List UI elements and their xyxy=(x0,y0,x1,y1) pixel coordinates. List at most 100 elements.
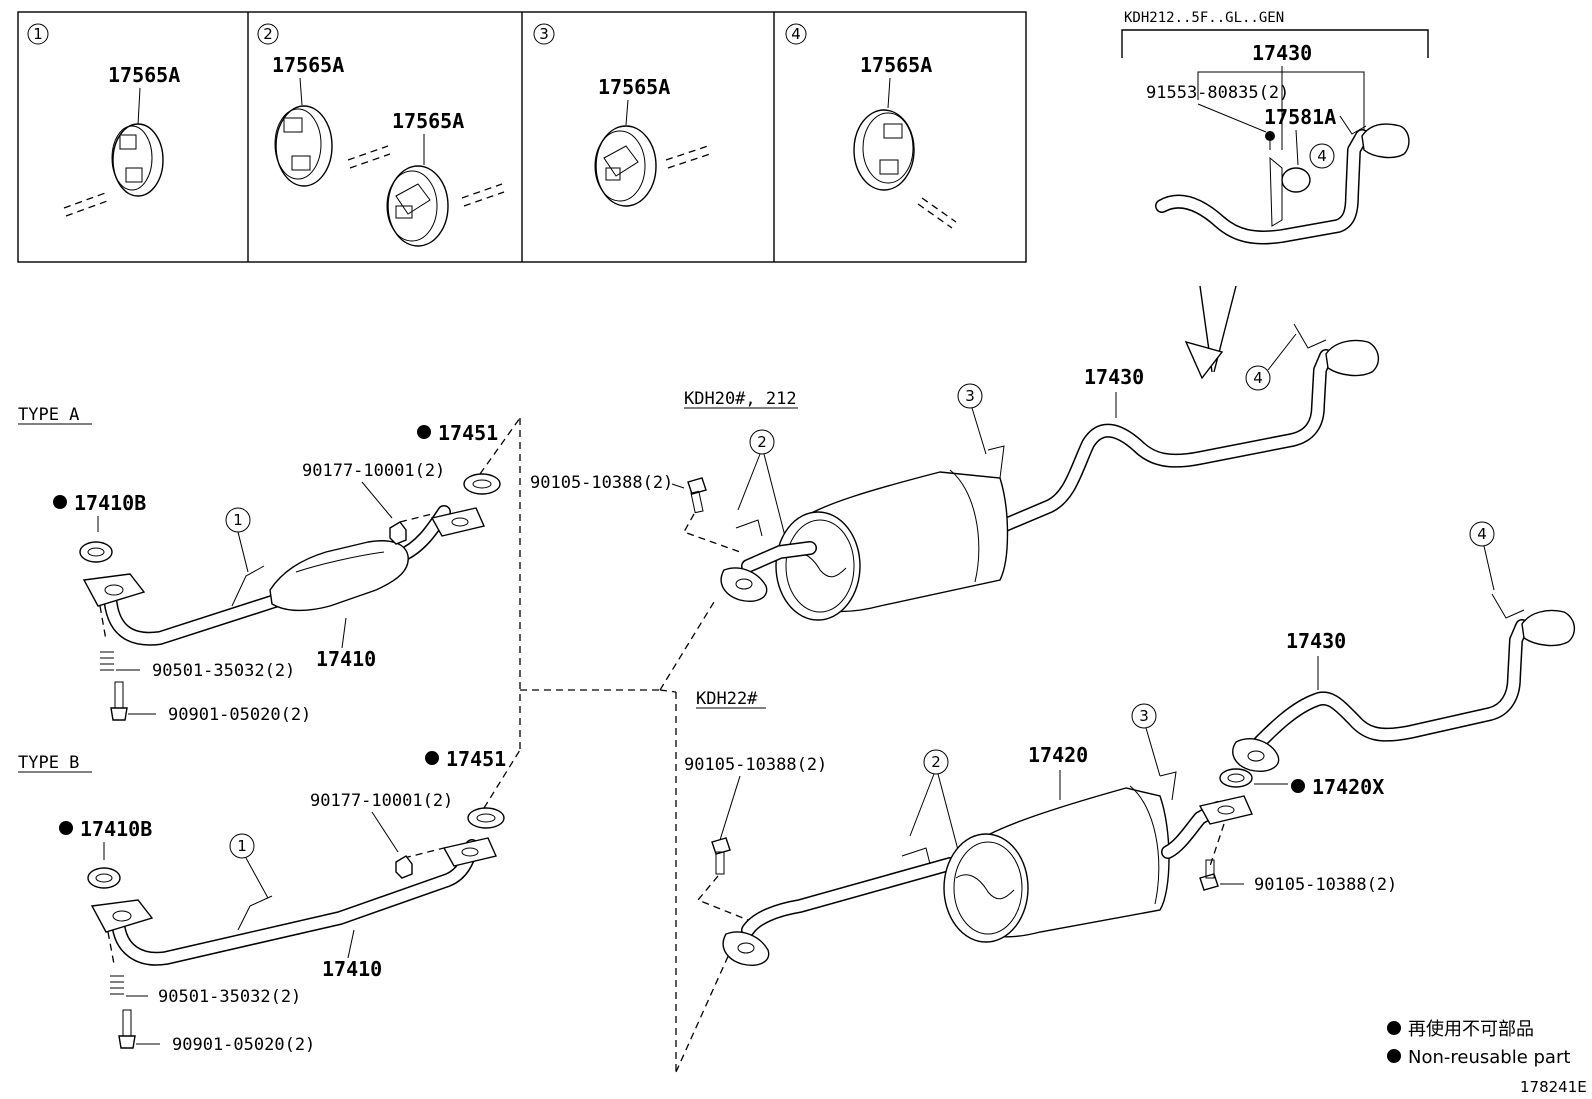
detail-panel-3: 3 17565A xyxy=(533,23,711,207)
bracket xyxy=(237,895,273,931)
panel-number: 4 xyxy=(791,25,801,43)
part-label-90501-35032: 90501-35032(2) xyxy=(152,661,295,681)
tail-pipe-tip xyxy=(1325,339,1379,377)
part-label-17420X: 17420X xyxy=(1312,775,1384,799)
detail-panel-4: 4 17565A xyxy=(785,23,957,229)
callout-2: 2 xyxy=(757,433,767,451)
part-label-17430: 17430 xyxy=(1252,41,1312,65)
bolt-icon xyxy=(118,1009,136,1049)
type-b-label: TYPE B xyxy=(18,753,79,773)
part-label-90105-10388: 90105-10388(2) xyxy=(530,473,673,493)
part-label-17420: 17420 xyxy=(1028,743,1088,767)
part-label-17410B: 17410B xyxy=(74,491,146,515)
tail-pipe xyxy=(1155,115,1410,245)
part-label-17410B: 17410B xyxy=(80,817,152,841)
panel-number: 3 xyxy=(539,25,549,43)
non-reusable-dot xyxy=(1387,1021,1401,1035)
flange xyxy=(1198,795,1253,825)
type-b-assembly: TYPE B 17451 90177-10001(2) 17410B 1 xyxy=(18,747,521,1055)
part-label-90901-05020: 90901-05020(2) xyxy=(168,705,311,725)
spring xyxy=(110,975,124,995)
figure-id: 178241E xyxy=(1520,1078,1587,1096)
hanger-rubber xyxy=(386,165,449,247)
catalytic-converter xyxy=(269,540,409,612)
flange xyxy=(430,507,485,537)
callout-2: 2 xyxy=(931,753,941,771)
part-label-17430: 17430 xyxy=(1286,629,1346,653)
muffler-tail-pipe-17430 xyxy=(720,323,1379,621)
nut-icon xyxy=(389,521,407,545)
part-label-17451: 17451 xyxy=(438,421,498,445)
hanger-rubber xyxy=(111,123,164,197)
hanger-bracket xyxy=(735,519,763,537)
callout-1: 1 xyxy=(233,511,243,529)
panel-number: 1 xyxy=(33,25,43,43)
part-label-90901-05020: 90901-05020(2) xyxy=(172,1035,315,1055)
clamp-icon xyxy=(1269,156,1311,227)
part-label-17565A: 17565A xyxy=(860,53,932,77)
callout-4: 4 xyxy=(1253,369,1263,387)
detail-panel-1: 1 17565A xyxy=(27,23,180,217)
part-label-17410: 17410 xyxy=(316,647,376,671)
part-label-17451: 17451 xyxy=(446,747,506,771)
legend-text-cn: 再使用不可部品 xyxy=(1408,1019,1534,1040)
flange xyxy=(442,837,497,867)
legend-text-en: Non-reusable part xyxy=(1408,1047,1570,1068)
part-label-17430: 17430 xyxy=(1084,365,1144,389)
gasket xyxy=(1219,768,1253,788)
part-label-90105-10388: 90105-10388(2) xyxy=(684,755,827,775)
part-label-90501-35032: 90501-35032(2) xyxy=(158,987,301,1007)
bolt-icon xyxy=(711,837,731,875)
bracket xyxy=(1491,593,1525,619)
gasket xyxy=(467,807,505,829)
kdh22-label: KDH22# xyxy=(696,689,758,709)
callout-3: 3 xyxy=(965,387,975,405)
hanger-rubber xyxy=(594,125,657,207)
part-label-17565A: 17565A xyxy=(108,63,180,87)
part-label-17565A: 17565A xyxy=(272,53,344,77)
flange xyxy=(720,567,768,602)
kdh20-label: KDH20#, 212 xyxy=(684,389,797,409)
part-label-17565A: 17565A xyxy=(598,75,670,99)
bracket xyxy=(1293,323,1327,349)
bolt-icon xyxy=(1265,131,1275,141)
non-reusable-dot xyxy=(53,495,67,509)
non-reusable-dot xyxy=(1387,1049,1401,1063)
callout-4: 4 xyxy=(1477,525,1487,543)
non-reusable-dot xyxy=(59,821,73,835)
non-reusable-dot xyxy=(1291,779,1305,793)
kdh20-assembly: KDH20#, 212 90105-10388(2) 2 3 17430 4 xyxy=(530,323,1379,621)
front-pipe-17410 xyxy=(82,505,485,646)
part-label-90177-10001: 90177-10001(2) xyxy=(310,791,453,811)
panel-number: 2 xyxy=(263,25,273,43)
non-reusable-dot xyxy=(417,425,431,439)
hanger-bracket xyxy=(901,847,931,865)
non-reusable-dot xyxy=(425,751,439,765)
hanger-bracket xyxy=(1159,771,1177,801)
kdh212-header: KDH212..5F..GL..GEN xyxy=(1124,10,1284,26)
part-label-17410: 17410 xyxy=(322,957,382,981)
detail-panel-2: 2 17565A 17565A xyxy=(257,23,505,247)
detail-panels: 1 17565A 2 17565A xyxy=(17,11,1027,263)
part-label-91553-80835: 91553-80835(2) xyxy=(1146,83,1289,103)
muffler-17420 xyxy=(722,771,1253,966)
kdh212-inset: KDH212..5F..GL..GEN 17430 91553-80835(2)… xyxy=(1121,10,1429,380)
kdh22-assembly: KDH22# 90105-10388(2) 2 17420 3 xyxy=(684,521,1575,966)
bolt-icon xyxy=(687,477,707,514)
bolt-icon xyxy=(1199,859,1219,891)
legend: 再使用不可部品 Non-reusable part xyxy=(1387,1019,1570,1068)
callout-3: 3 xyxy=(1139,707,1149,725)
tail-pipe-17430 xyxy=(1232,593,1575,772)
arrow-head xyxy=(1184,340,1224,380)
connection-lines xyxy=(519,418,731,1073)
front-pipe-17410 xyxy=(90,837,497,966)
nut-icon xyxy=(395,855,413,879)
callout-4: 4 xyxy=(1317,147,1327,165)
part-label-17565A: 17565A xyxy=(392,109,464,133)
type-a-label: TYPE A xyxy=(18,405,79,425)
flange xyxy=(82,573,146,607)
part-label-90177-10001: 90177-10001(2) xyxy=(302,461,445,481)
flange xyxy=(1232,738,1280,772)
type-a-assembly: TYPE A 17451 90177-10001(2) 17410B 1 xyxy=(18,405,521,725)
